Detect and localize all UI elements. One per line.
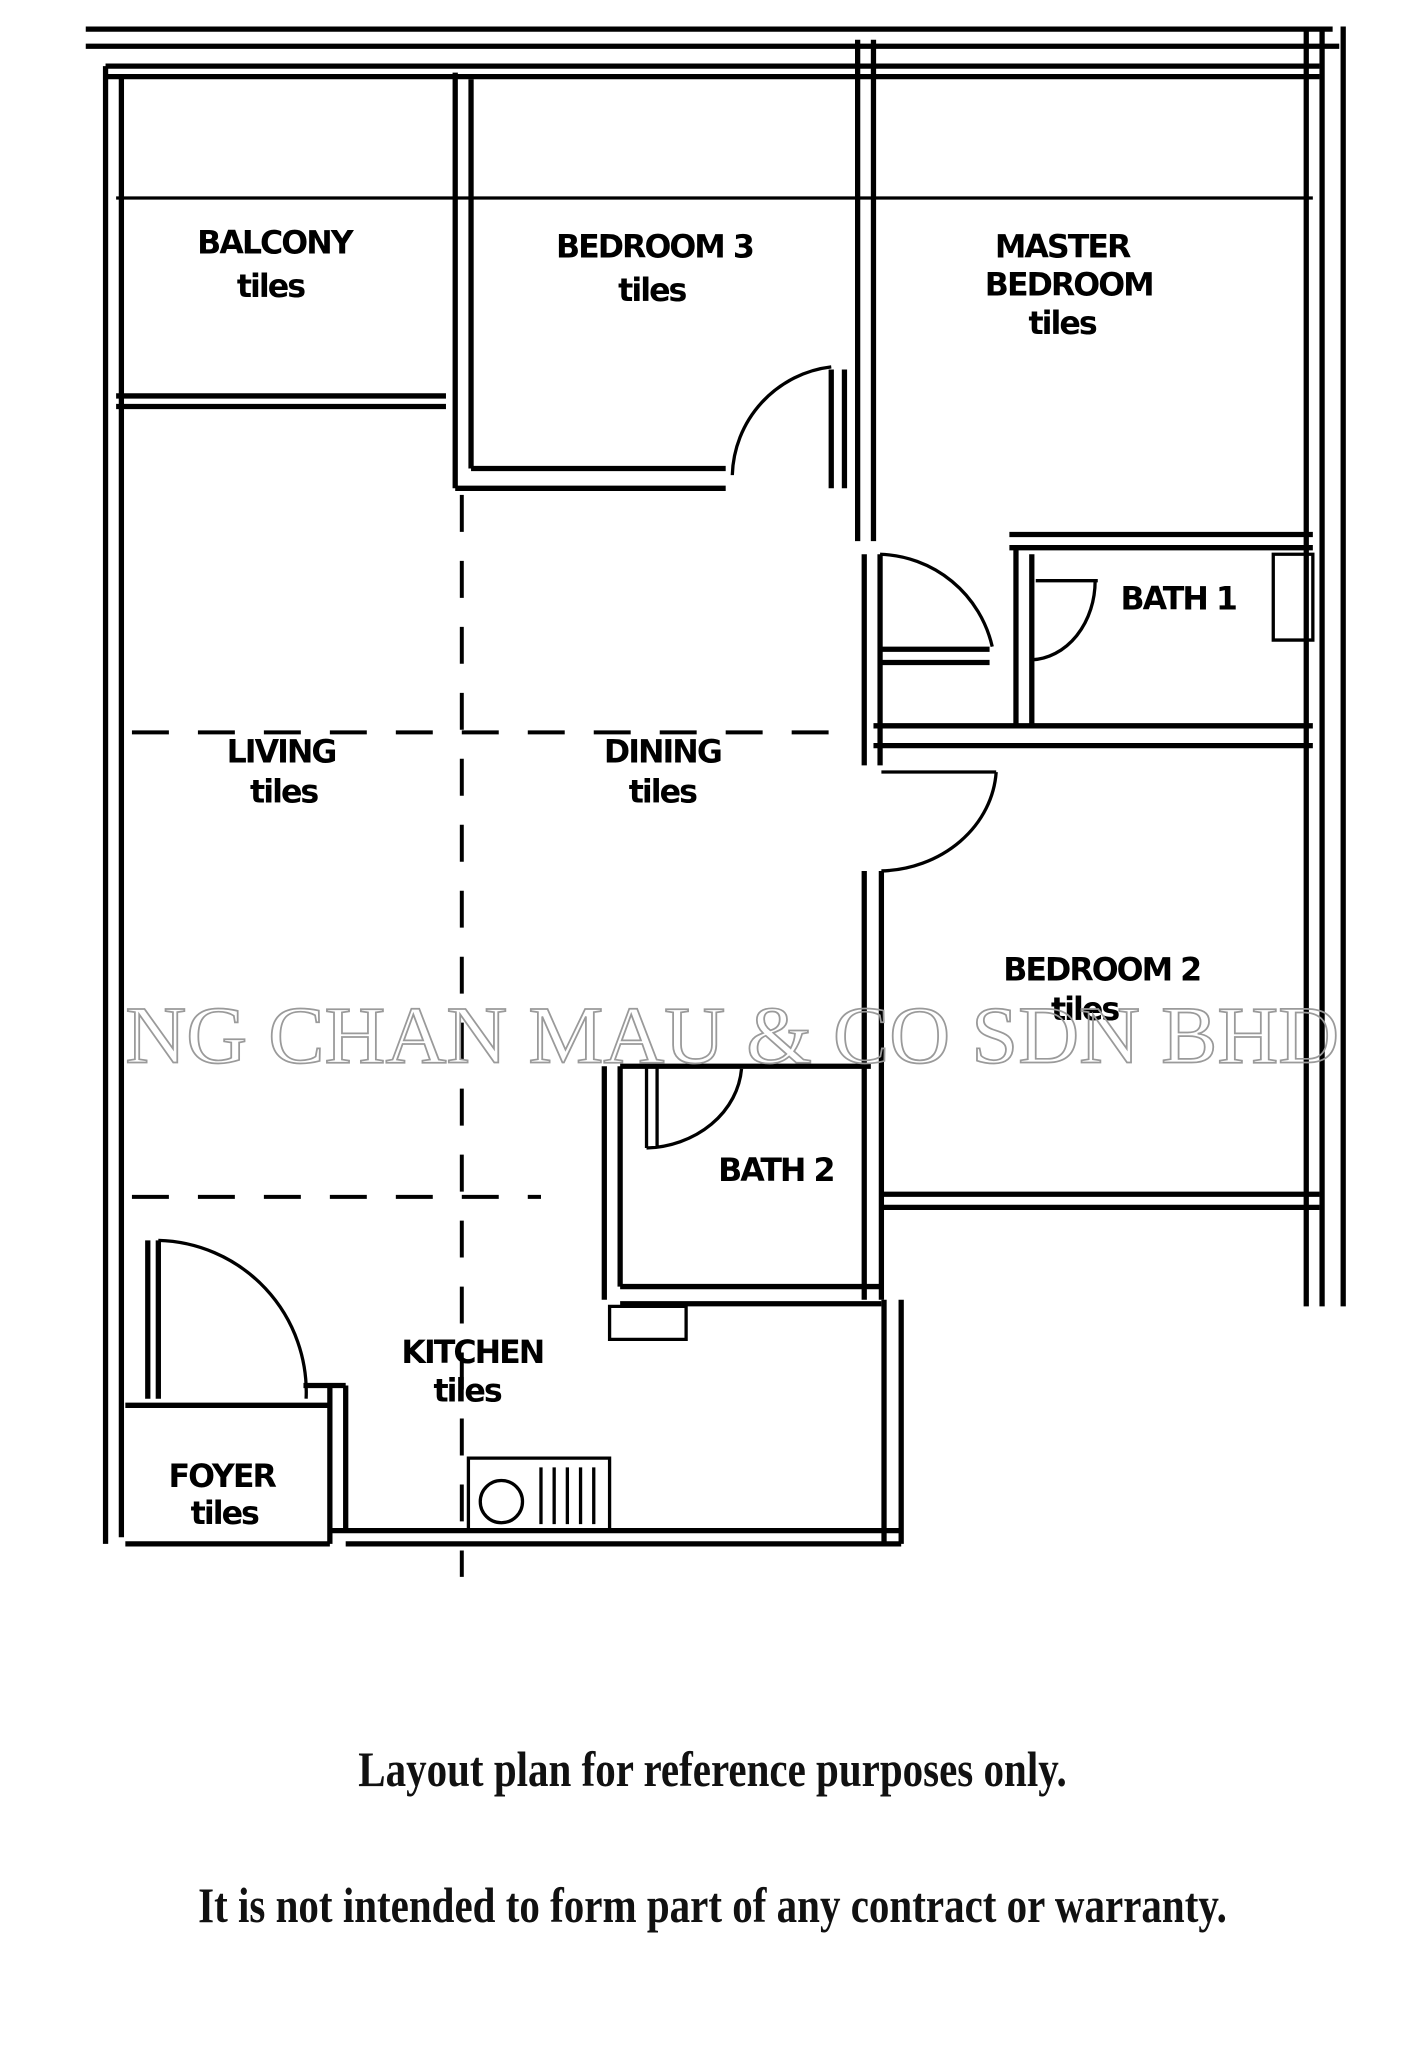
disclaimer-line-2: It is not intended to form part of any c… — [198, 1877, 1227, 1933]
dining-finish: tiles — [629, 774, 697, 810]
room-labels: BALCONY tiles BEDROOM 3 tiles MASTER BED… — [168, 225, 1238, 1532]
master-label-2: BEDROOM — [985, 268, 1153, 304]
living-finish: tiles — [250, 774, 318, 810]
bedroom3-finish: tiles — [618, 273, 686, 309]
master-label-1: MASTER — [995, 229, 1131, 265]
living-label: LIVING — [227, 735, 336, 771]
foyer-finish: tiles — [191, 1496, 259, 1532]
watermark: NG CHAN MAU & CO SDN BHD — [125, 989, 1339, 1080]
foyer-label: FOYER — [168, 1459, 276, 1495]
bath1-label: BATH 1 — [1121, 582, 1236, 618]
bedroom2-finish: tiles — [1051, 992, 1119, 1028]
balcony-label: BALCONY — [197, 225, 355, 261]
disclaimer-line-1: Layout plan for reference purposes only. — [358, 1741, 1067, 1797]
balcony-finish: tiles — [237, 269, 305, 305]
bath2-label: BATH 2 — [718, 1153, 833, 1189]
dining-label: DINING — [604, 735, 721, 771]
bedroom3-label: BEDROOM 3 — [556, 229, 753, 265]
kitchen-finish: tiles — [433, 1373, 501, 1409]
bedroom2-label: BEDROOM 2 — [1003, 952, 1200, 988]
walls — [85, 26, 1346, 1577]
master-finish: tiles — [1029, 306, 1097, 342]
kitchen-label: KITCHEN — [401, 1335, 543, 1371]
